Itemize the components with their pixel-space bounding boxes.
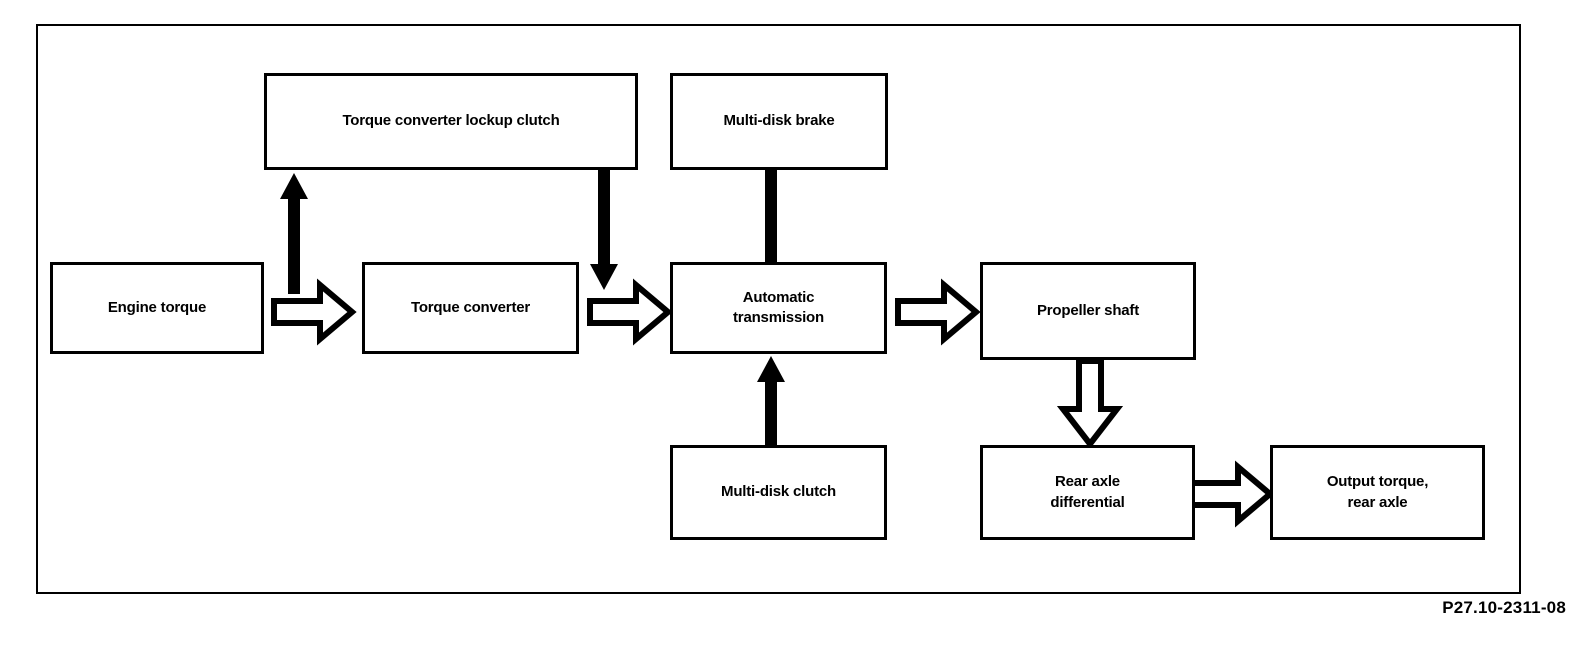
node-automatic-transmission[interactable]: Automatic transmission [670, 262, 887, 354]
connector-propeller-to-rear-axle [1056, 358, 1124, 449]
diagram-caption-code: P27.10-2311-08 [1442, 598, 1566, 617]
node-engine-torque[interactable]: Engine torque [50, 262, 264, 354]
node-multi-disk-brake-label: Multi-disk brake [723, 112, 835, 130]
node-torque-converter[interactable]: Torque converter [362, 262, 579, 354]
node-propeller-shaft-label: Propeller shaft [1036, 301, 1140, 319]
connector-converter-to-lockup [279, 169, 309, 294]
node-multi-disk-clutch[interactable]: Multi-disk clutch [670, 445, 887, 540]
node-automatic-transmission-label: Automatic transmission [733, 288, 824, 326]
node-torque-converter-lockup-clutch[interactable]: Torque converter lockup clutch [264, 73, 638, 170]
node-propeller-shaft[interactable]: Propeller shaft [980, 262, 1196, 360]
node-output-torque-rear-axle-label: Output torque, rear axle [1326, 473, 1429, 511]
connector-converter-to-transmission [587, 278, 673, 346]
node-engine-torque-label: Engine torque [107, 298, 207, 316]
node-multi-disk-brake[interactable]: Multi-disk brake [670, 73, 888, 170]
connector-clutch-to-transmission [756, 352, 786, 477]
node-torque-converter-label: Torque converter [410, 298, 531, 316]
node-multi-disk-clutch-label: Multi-disk clutch [721, 483, 836, 501]
node-rear-axle-differential-label: Rear axle differential [1050, 473, 1125, 511]
connector-engine-to-converter [271, 278, 357, 346]
node-torque-converter-lockup-clutch-label: Torque converter lockup clutch [342, 112, 560, 130]
connector-lockup-to-transmission [589, 169, 619, 294]
node-rear-axle-differential[interactable]: Rear axle differential [980, 445, 1195, 540]
connector-transmission-to-propeller [895, 278, 981, 346]
connector-brake-to-transmission [756, 169, 786, 294]
connector-rear-axle-to-output [1189, 460, 1275, 528]
diagram-frame: Engine torque Torque converter lockup cl… [36, 24, 1521, 594]
node-output-torque-rear-axle[interactable]: Output torque, rear axle [1270, 445, 1485, 540]
